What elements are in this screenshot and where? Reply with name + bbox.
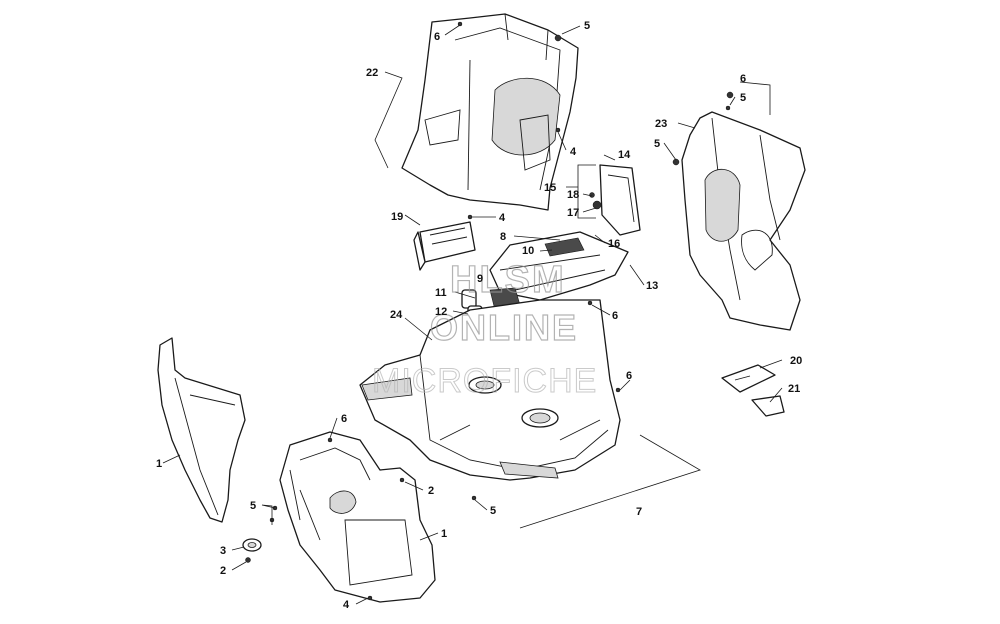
callout-23: 23 [655, 118, 667, 130]
callout-4: 4 [570, 146, 577, 158]
leader-lines [162, 24, 783, 605]
part-24-floor-tray [359, 299, 621, 481]
watermark-line-1: HLSM [450, 259, 566, 301]
callout-19: 19 [391, 211, 403, 223]
callout-6: 6 [626, 370, 632, 382]
callout-24: 24 [390, 309, 403, 321]
watermark-line-2: ONLINE [430, 307, 578, 348]
callout-6: 6 [341, 413, 347, 425]
callout-4: 4 [499, 212, 506, 224]
callout-4: 4 [343, 599, 350, 611]
part-20-pad [721, 364, 776, 393]
callout-1: 1 [441, 528, 447, 540]
callout-9: 9 [477, 273, 483, 285]
callout-5: 5 [654, 138, 660, 150]
part-22-upper-panel [401, 13, 579, 211]
callout-22: 22 [366, 67, 378, 79]
part-19-bracket [413, 221, 476, 271]
callout-1: 1 [156, 458, 162, 470]
part-21-pad [751, 395, 785, 417]
callout-17: 17 [567, 207, 579, 219]
callout-13: 13 [646, 280, 658, 292]
callout-2: 2 [220, 565, 226, 577]
callout-5: 5 [250, 500, 256, 512]
watermark: HLSM ONLINE MICROFICHE [372, 258, 597, 400]
callout-6: 6 [434, 31, 440, 43]
part-10-center-bracket [489, 231, 629, 301]
callout-6: 6 [740, 73, 746, 85]
part-3-cap [242, 538, 262, 552]
callout-5: 5 [490, 505, 496, 517]
callout-10: 10 [522, 245, 534, 257]
callout-18: 18 [567, 189, 579, 201]
part-7-outline [519, 434, 701, 529]
hardware-fasteners [245, 21, 734, 601]
part-14-console [589, 164, 641, 236]
callouts: 22 6 5 4 14 15 18 17 19 4 8 10 16 13 9 1… [156, 20, 802, 611]
callout-5: 5 [584, 20, 590, 32]
part-23-right-panel [681, 111, 806, 331]
callout-7: 7 [636, 506, 642, 518]
callout-15: 15 [544, 182, 556, 194]
callout-11: 11 [435, 287, 447, 299]
callout-6: 6 [612, 310, 618, 322]
watermark-line-3: MICROFICHE [372, 362, 597, 400]
part-1-front-panel [279, 431, 436, 603]
callout-12: 12 [435, 306, 447, 318]
callout-3: 3 [220, 545, 226, 557]
callout-8: 8 [500, 231, 506, 243]
callout-20: 20 [790, 355, 802, 367]
part-1-left-panel [157, 337, 246, 523]
callout-5: 5 [740, 92, 746, 104]
callout-21: 21 [788, 383, 800, 395]
callout-14: 14 [618, 149, 631, 161]
callout-16: 16 [608, 238, 620, 250]
callout-2: 2 [428, 485, 434, 497]
